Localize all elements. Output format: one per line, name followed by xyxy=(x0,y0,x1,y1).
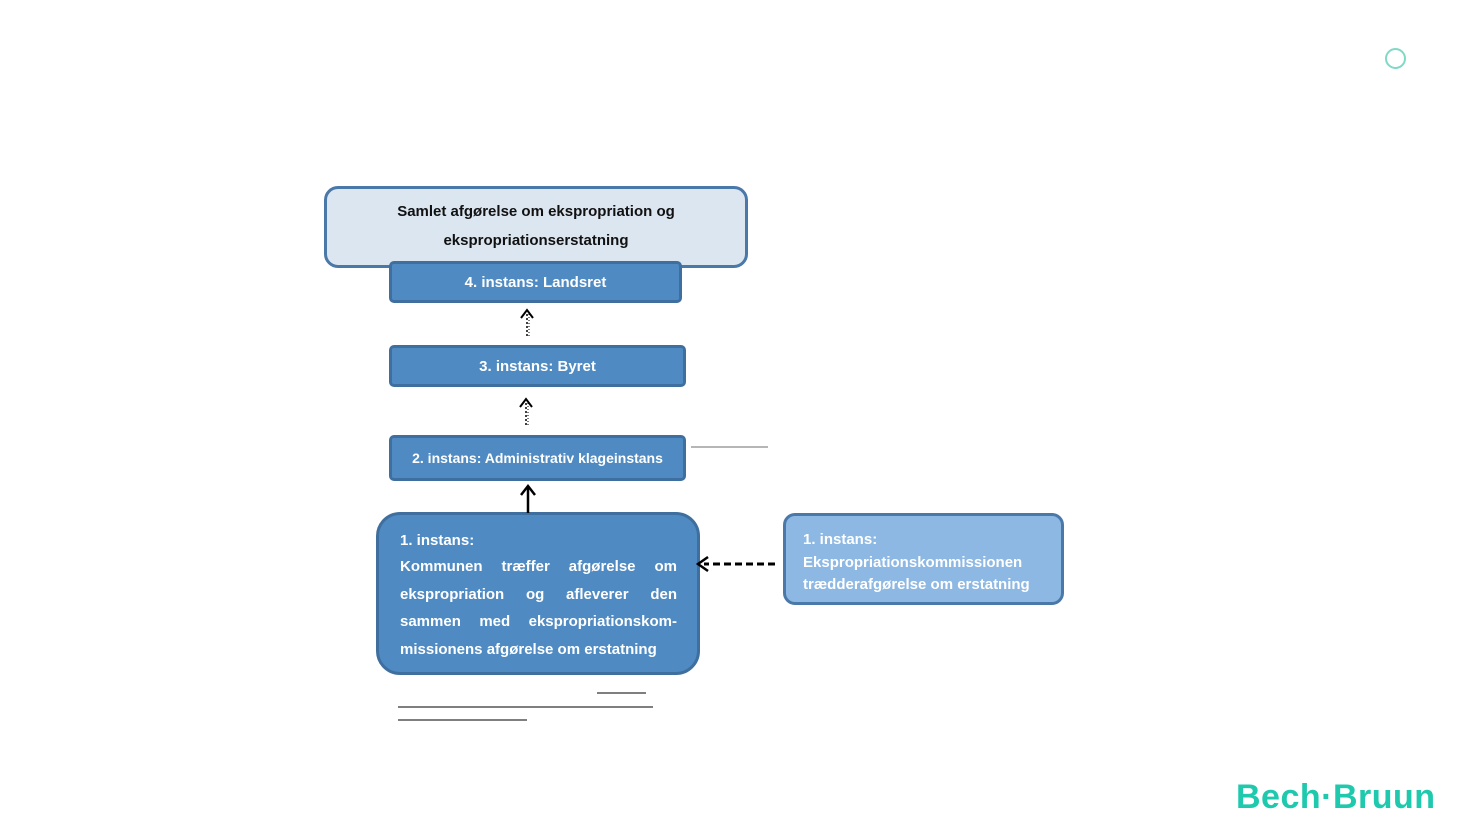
decorative-ring-icon xyxy=(1385,48,1406,69)
arrow-2-to-3 xyxy=(519,397,533,425)
combined-decision-line1: Samlet afgørelse om ekspropriation og xyxy=(397,203,675,220)
instans-3-label: 3. instans: Byret xyxy=(479,357,596,375)
instans-2-label: 2. instans: Administrativ klageinstans xyxy=(412,450,663,466)
arrow-commission-to-instans-1 xyxy=(695,555,775,573)
instans-1-heading: 1. instans: xyxy=(400,532,475,549)
commission-line2: Ekspropriationskommissionen xyxy=(803,553,1023,571)
instans-2-box: 2. instans: Administrativ klageinstans xyxy=(389,435,686,481)
commission-line1: 1. instans: xyxy=(803,531,878,548)
instans-3-box: 3. instans: Byret xyxy=(389,345,686,387)
brand-logo: Bech·Bruun xyxy=(1236,778,1436,816)
commission-line3: trædderafgørelse om erstatning xyxy=(803,576,1030,593)
instans-1-text: Kommunen træffer afgørelse om ekspropria… xyxy=(400,558,677,658)
instans-1-box: 1. instans: Kommunen træffer afgørelse o… xyxy=(376,512,700,675)
instans-4-box: 4. instans: Landsret xyxy=(389,261,682,303)
arrow-3-to-4 xyxy=(520,308,534,336)
arrow-1-to-2 xyxy=(520,483,536,513)
commission-box: 1. instans: Ekspropriationskommissionen … xyxy=(783,513,1064,605)
combined-decision-line2: ekspropriationserstatning xyxy=(443,232,629,249)
instans-4-label: 4. instans: Landsret xyxy=(464,273,607,291)
